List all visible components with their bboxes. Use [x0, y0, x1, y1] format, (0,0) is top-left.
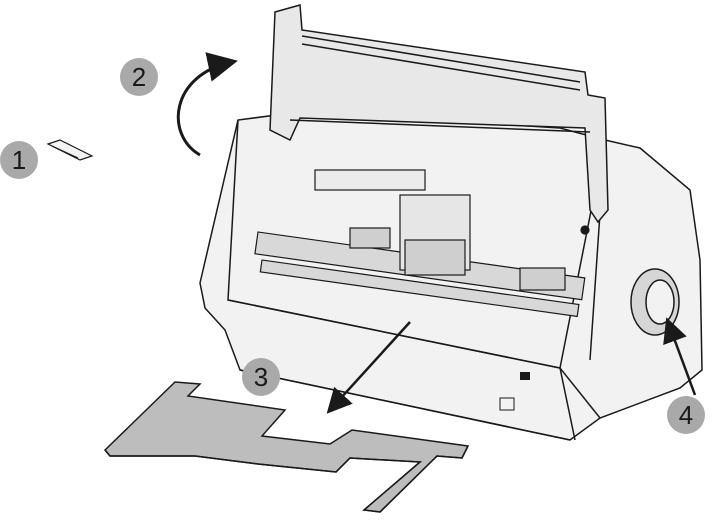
small-switch — [520, 372, 530, 380]
step-badge-3: 3 — [242, 358, 280, 396]
ribbon-icon — [48, 140, 92, 160]
power-switch — [500, 398, 514, 410]
platen-knob — [631, 269, 679, 335]
step-badge-4: 4 — [667, 396, 705, 434]
step-badge-2: 2 — [120, 58, 158, 96]
step-badge-1: 1 — [0, 141, 38, 179]
rotate-arrow — [178, 62, 232, 155]
